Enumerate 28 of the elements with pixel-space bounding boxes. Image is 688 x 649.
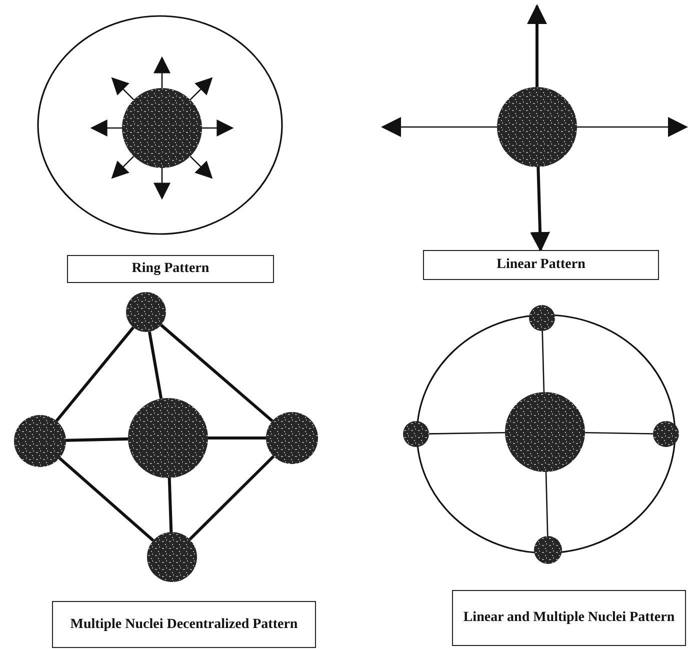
- connector-line: [545, 472, 548, 536]
- arrow: [527, 4, 547, 87]
- arrow: [111, 156, 134, 179]
- pattern-label: Linear and Multiple Nuclei Pattern: [452, 590, 686, 646]
- pattern-label: Ring Pattern: [67, 255, 274, 283]
- connector-line: [428, 432, 506, 434]
- arrow: [154, 56, 170, 88]
- arrow: [190, 77, 213, 100]
- arrow: [202, 120, 234, 136]
- connector-line: [58, 457, 154, 542]
- connector-line: [148, 331, 163, 399]
- connector-line: [55, 326, 134, 422]
- pattern-label: Multiple Nuclei Decentralized Pattern: [52, 601, 316, 648]
- arrow: [111, 77, 134, 100]
- arrow: [90, 120, 122, 136]
- arrow: [190, 156, 213, 179]
- pattern-label: Linear Pattern: [423, 250, 659, 280]
- connector-line: [168, 478, 173, 532]
- arrow: [154, 168, 170, 200]
- connector-line: [542, 330, 545, 392]
- arrow: [530, 166, 550, 252]
- connector-line: [160, 324, 274, 422]
- arrow: [577, 117, 688, 137]
- connector-line: [188, 455, 275, 540]
- connector-line: [208, 436, 266, 440]
- connector-line: [584, 432, 654, 434]
- arrow: [381, 117, 497, 137]
- connector-line: [66, 437, 128, 442]
